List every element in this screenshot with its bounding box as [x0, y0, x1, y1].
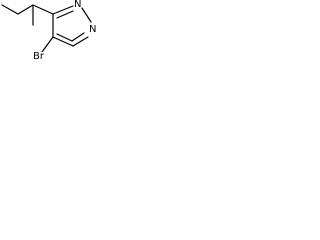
bond-ethyl-to-ch	[17, 4, 34, 15]
ring-bond-n1-c6	[52, 36, 74, 47]
bond-ethyl-terminal	[1, 4, 19, 15]
ring-bond-c2-n1	[72, 36, 89, 47]
nitrogen-atom-right: N	[89, 24, 97, 35]
molecule-bonds	[1, 4, 92, 53]
bromine-atom: Br	[33, 51, 44, 62]
ring-bond-c4-n3	[52, 5, 74, 15]
ring-double-bond-c4-n3	[56, 10, 74, 19]
ring-bond-n3-c2	[81, 7, 92, 23]
chemical-structure: N N Br	[0, 0, 97, 65]
bond-ring-to-bromine	[41, 36, 54, 53]
ring-double-bond-n1-c6	[56, 33, 73, 42]
nitrogen-atom-top: N	[74, 0, 82, 10]
ring-double-bond-c2-n1	[71, 32, 85, 42]
bond-ch-to-ring	[32, 4, 54, 15]
